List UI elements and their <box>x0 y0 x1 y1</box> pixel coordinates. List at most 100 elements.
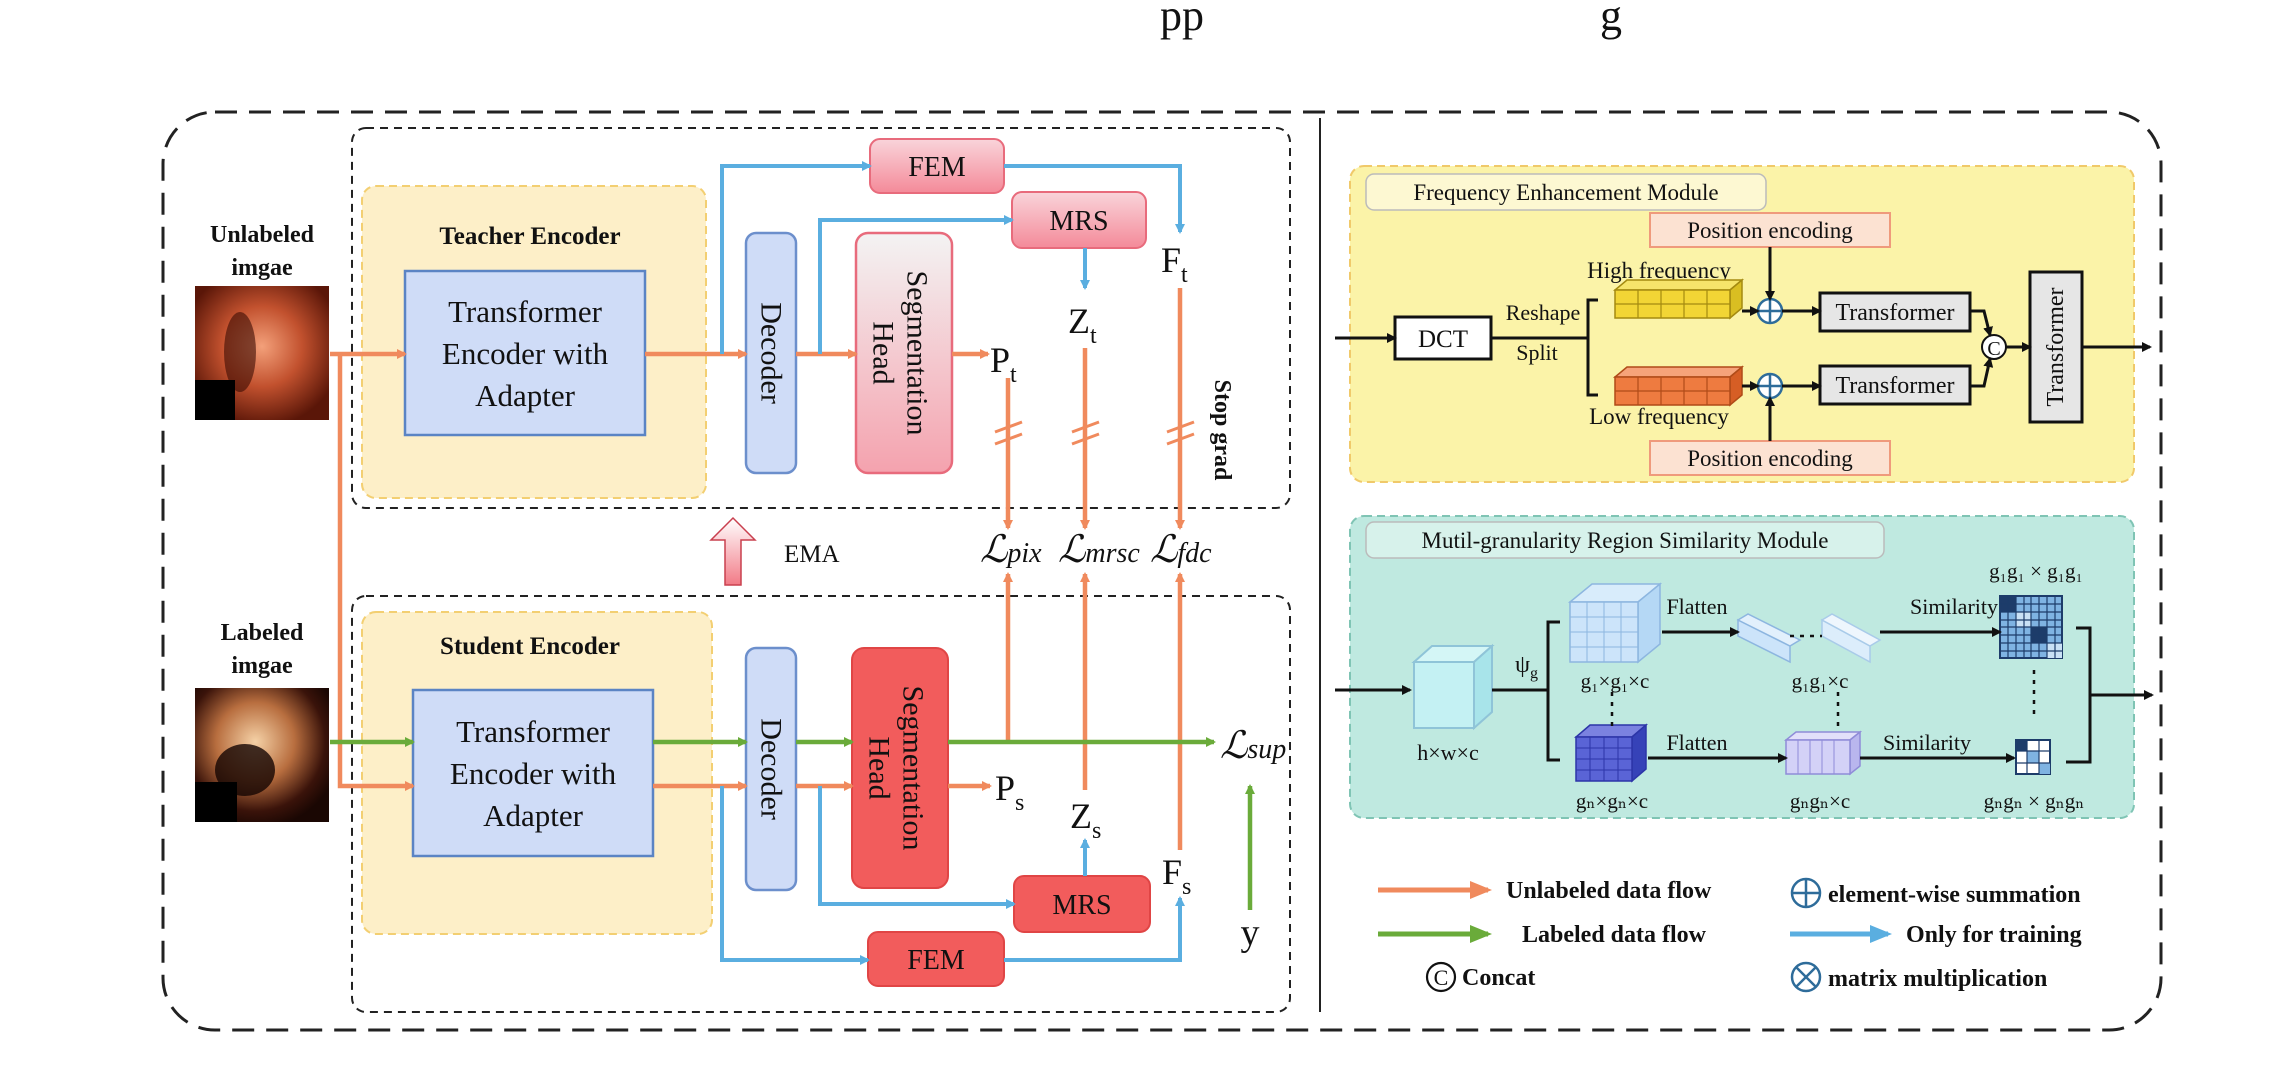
svg-text:Pt: Pt <box>990 340 1017 388</box>
teacher-head-line1: Segmentation <box>901 271 934 436</box>
fem-dct-label: DCT <box>1418 326 1468 353</box>
low-frequency-tokens <box>1612 365 1745 407</box>
unlabeled-image-label-line1: Unlabeled <box>210 222 315 248</box>
mrs-input-dims: h×w×c <box>1417 740 1479 765</box>
mrs-flat-bottom <box>1783 730 1863 776</box>
fem-reshape-label: Reshape <box>1506 300 1581 325</box>
svg-text:C: C <box>1434 965 1449 990</box>
loss-fdc: ℒfdc <box>1150 529 1212 571</box>
svg-text:ℒsup: ℒsup <box>1220 725 1286 767</box>
stop-grad-marks <box>994 420 1195 446</box>
mrs-similarity-bottom-label: Similarity <box>1883 730 1971 755</box>
student-head-line2: Head <box>863 736 896 799</box>
student-transformer-encoder <box>411 688 655 858</box>
svg-text:ψg: ψg <box>1515 652 1538 682</box>
loss-pix: ℒpix <box>980 529 1042 571</box>
labeled-image-label-line1: Labeled <box>221 620 304 646</box>
labeled-endoscopy-image <box>195 688 329 822</box>
svg-text:C: C <box>1987 338 2000 360</box>
fem-flow-arrows <box>1335 247 2152 441</box>
mrs-top-dims: g₁×g₁×c <box>1581 669 1650 693</box>
mrs-module-title-box <box>1365 521 1885 559</box>
student-fem-label: FEM <box>907 945 965 976</box>
teacher-head-line2: Head <box>867 321 900 384</box>
mrs-flat-top-dims: g₁g₁×c <box>1792 669 1849 693</box>
mrs-flat-top-b <box>1820 613 1882 664</box>
legend: Unlabeled data flow Labeled data flow C … <box>1378 877 2082 993</box>
labeled-image-label-line2: imgae <box>231 653 293 679</box>
svg-text:ℒmrsc: ℒmrsc <box>1058 529 1140 571</box>
mrs-input-cube <box>1411 643 1495 731</box>
fem-module-title: Frequency Enhancement Module <box>1413 180 1718 205</box>
svg-text:Ps: Ps <box>995 768 1024 816</box>
student-encoder-title: Student Encoder <box>440 633 620 660</box>
legend-matmul-icon <box>1790 961 1822 993</box>
mrs-flow-arrows <box>1335 620 2154 764</box>
svg-text:Ft: Ft <box>1161 240 1188 288</box>
teacher-encoder-line3: Adapter <box>475 378 576 413</box>
student-encoder-line2: Encoder with <box>450 756 617 791</box>
ema-label: EMA <box>784 541 840 568</box>
fem-pos-enc-bottom-label: Position encoding <box>1687 446 1853 471</box>
student-z-output: Zs <box>1070 796 1101 844</box>
legend-unlabeled-label: Unlabeled data flow <box>1506 878 1712 904</box>
fem-split-label: Split <box>1516 340 1558 365</box>
legend-labeled-label: Labeled data flow <box>1522 922 1707 948</box>
mrs-flatten-top-label: Flatten <box>1666 594 1727 619</box>
mrs-flatten-bottom-label: Flatten <box>1666 730 1727 755</box>
student-f-output: Fs <box>1162 852 1191 900</box>
svg-text:Zt: Zt <box>1068 301 1097 349</box>
student-encoder-line3: Adapter <box>483 798 584 833</box>
unlabeled-endoscopy-image <box>195 286 329 420</box>
teacher-decoder-label: Decoder <box>755 302 788 404</box>
fem-transformer-right-label: Transformer <box>2043 287 2069 406</box>
mrs-ellipsis-dots <box>1610 634 2036 730</box>
mrs-sim-bottom-dims: gₙgₙ × gₙgₙ <box>1984 789 2085 813</box>
svg-text:Fs: Fs <box>1162 852 1191 900</box>
teacher-mrs-label: MRS <box>1049 206 1108 237</box>
fem-high-frequency-label: High frequency <box>1587 258 1731 283</box>
mrs-flat-top-a <box>1736 613 1802 664</box>
student-mrs-label: MRS <box>1052 890 1111 921</box>
ema-arrow-icon <box>709 516 757 586</box>
fem-low-frequency-label: Low frequency <box>1589 404 1729 429</box>
teacher-f-output: Ft <box>1161 240 1188 288</box>
legend-matmul-label: matrix multiplication <box>1828 966 2047 992</box>
fem-module-title-box <box>1365 173 1767 211</box>
student-branch-frame <box>351 595 1291 1013</box>
mrs-fine-grid-block <box>1573 723 1649 783</box>
fem-pos-enc-top-label: Position encoding <box>1687 218 1853 243</box>
student-head-line1: Segmentation <box>897 686 930 851</box>
mrs-module-title: Mutil-granularity Region Similarity Modu… <box>1422 528 1829 553</box>
fem-pos-enc-bottom <box>1649 440 1891 476</box>
student-p-output: Ps <box>995 768 1024 816</box>
loss-mrsc: ℒmrsc <box>1058 529 1140 571</box>
fem-concat-icon: C <box>1981 334 2007 360</box>
teacher-z-output: Zt <box>1068 301 1097 349</box>
stop-grad-label: Stop grad <box>1209 380 1235 481</box>
mrs-module-panel <box>1349 515 2135 819</box>
labeled-flow-arrows <box>330 737 1255 910</box>
legend-sum-label: element-wise summation <box>1828 882 2081 908</box>
teacher-p-output: Pt <box>990 340 1017 388</box>
loss-sup: ℒsup <box>1220 725 1286 767</box>
mrs-similarity-matrix-bottom <box>2015 739 2051 775</box>
teacher-branch-frame <box>351 127 1291 509</box>
fem-pos-enc-top <box>1649 212 1891 248</box>
svg-text:ℒpix: ℒpix <box>980 529 1042 571</box>
mrs-bottom-dims: gₙ×gₙ×c <box>1576 789 1648 813</box>
svg-text:ℒfdc: ℒfdc <box>1150 529 1212 571</box>
legend-concat-label: Concat <box>1462 965 1535 991</box>
label-y: y <box>1241 912 1260 954</box>
mrs-coarse-grid-block <box>1567 582 1663 664</box>
unlabeled-flow-arrows <box>330 288 1185 850</box>
teacher-transformer-encoder <box>403 269 647 437</box>
fem-transformer-top-label: Transformer <box>1835 300 1954 326</box>
fem-sum-icon-bottom <box>1756 372 1784 400</box>
svg-text:Zs: Zs <box>1070 796 1101 844</box>
legend-concat-icon: C <box>1425 961 1457 993</box>
student-segmentation-head <box>851 647 949 889</box>
fem-transformer-bottom-label: Transformer <box>1835 373 1954 399</box>
fem-sum-icon-top <box>1756 297 1784 325</box>
